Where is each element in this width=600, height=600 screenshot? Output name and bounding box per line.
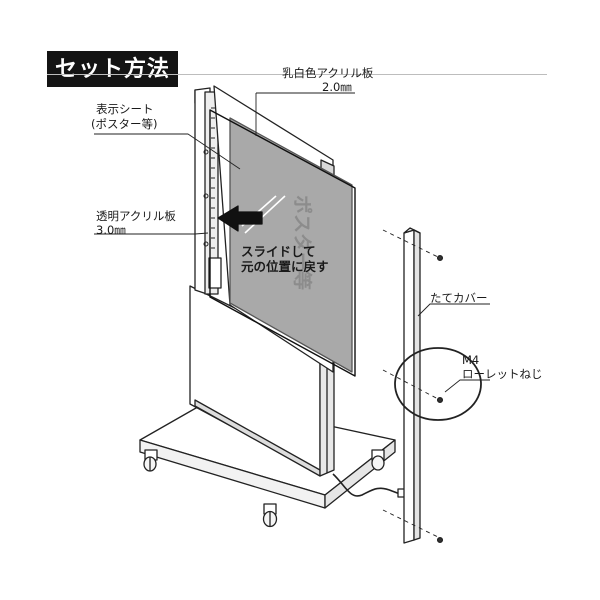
label-display-sheet: 表示シート: [96, 102, 154, 116]
clear-acrylic-panel: [209, 109, 356, 377]
label-vertical-cover: たてカバー: [430, 291, 488, 305]
slide-arrow: [217, 205, 263, 232]
vertical-cover-top: [403, 227, 421, 234]
caster-front-left: [143, 449, 158, 472]
m4-screw-top: [436, 254, 444, 262]
label-milky-acrylic: 乳白色アクリル板: [282, 66, 374, 80]
vertical-cover-side: [413, 229, 421, 541]
power-cable: [332, 473, 401, 497]
label-clear-acrylic: 透明アクリル板: [96, 209, 176, 223]
section-title: セット方法: [54, 56, 170, 82]
section-title-box: セット方法: [47, 51, 178, 87]
m4-screw-middle: [436, 396, 444, 404]
label-knurled-screw: ローレットねじ: [462, 367, 543, 381]
screw-guide-lines: [382, 229, 441, 539]
caster-back-right: [371, 449, 385, 471]
m4-screw-bottom: [436, 536, 444, 544]
label-slide-instruction-2: 元の位置に戻す: [241, 259, 329, 274]
label-milky-thickness: 2.0㎜: [322, 80, 352, 94]
label-m4: M4: [462, 353, 480, 367]
leader-lines: [94, 92, 490, 393]
caster-front-right: [262, 503, 278, 528]
label-display-sheet-sub: (ポスター等): [91, 117, 158, 131]
label-slide-instruction-1: スライドして: [241, 244, 316, 259]
frame-holes: [203, 107, 215, 259]
vertical-cover-front: [403, 229, 415, 544]
screw-highlight-circle: [394, 347, 482, 421]
title-rule: [47, 74, 547, 75]
poster-watermark: ポスター等: [291, 195, 314, 290]
poster-sheet: [229, 117, 353, 373]
frame-clip: [208, 257, 222, 289]
label-clear-thickness: 3.0㎜: [96, 223, 126, 237]
